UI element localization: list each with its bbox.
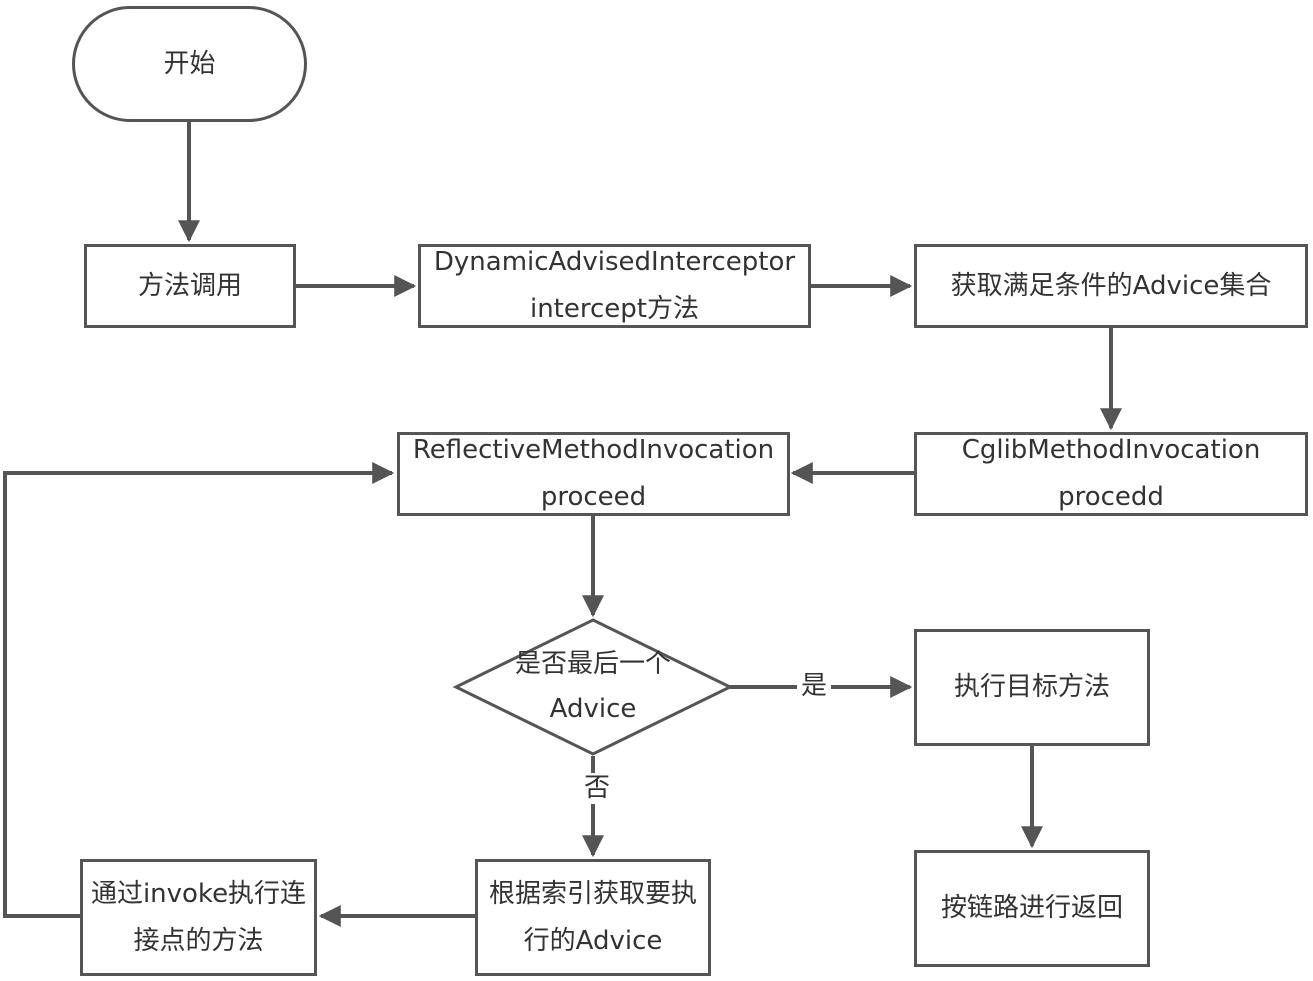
get-advice-node: 获取满足条件的Advice集合: [914, 244, 1308, 328]
get-by-index-node: 根据索引获取要执 行的Advice: [475, 859, 711, 976]
dynamic-advised-interceptor-node: DynamicAdvisedInterceptor intercept方法: [418, 244, 811, 328]
decision-diamond-shape: [452, 618, 734, 756]
dynamic-line1: DynamicAdvisedInterceptor: [433, 247, 796, 278]
decision-node: 是否最后一个 Advice: [470, 640, 716, 734]
chain-return-node: 按链路进行返回: [914, 850, 1150, 967]
invoke-line2: 接点的方法: [133, 925, 264, 956]
reflective-line1: ReflectiveMethodInvocation: [412, 435, 775, 466]
edge-label-no: 否: [580, 773, 615, 805]
decision-line1: 是否最后一个: [514, 648, 671, 679]
start-node: 开始: [72, 6, 307, 122]
reflective-method-invocation-node: ReflectiveMethodInvocation proceed: [397, 432, 790, 516]
get-advice-label: 获取满足条件的Advice集合: [950, 270, 1272, 301]
reflective-line2: proceed: [540, 482, 647, 512]
exec-target-label: 执行目标方法: [953, 672, 1110, 703]
exec-target-node: 执行目标方法: [914, 629, 1150, 746]
invoke-line1: 通过invoke执行连: [90, 878, 307, 909]
start-label: 开始: [163, 48, 216, 79]
edge-invoke-loop-to-reflective: [3, 462, 395, 918]
decision-line2: Advice: [549, 694, 637, 724]
method-call-label: 方法调用: [137, 270, 242, 301]
cglib-method-invocation-node: CglibMethodInvocation procedd: [914, 432, 1308, 516]
cglib-line2: procedd: [1058, 482, 1164, 512]
edge-label-yes: 是: [797, 671, 832, 703]
chain-return-label: 按链路进行返回: [940, 893, 1123, 924]
dynamic-line2: intercept方法: [529, 294, 699, 324]
cglib-line1: CglibMethodInvocation: [961, 435, 1261, 466]
method-call-node: 方法调用: [84, 244, 296, 328]
get-by-index-line2: 行的Advice: [523, 925, 663, 956]
invoke-join-point-node: 通过invoke执行连 接点的方法: [80, 859, 317, 976]
get-by-index-line1: 根据索引获取要执: [488, 878, 697, 909]
